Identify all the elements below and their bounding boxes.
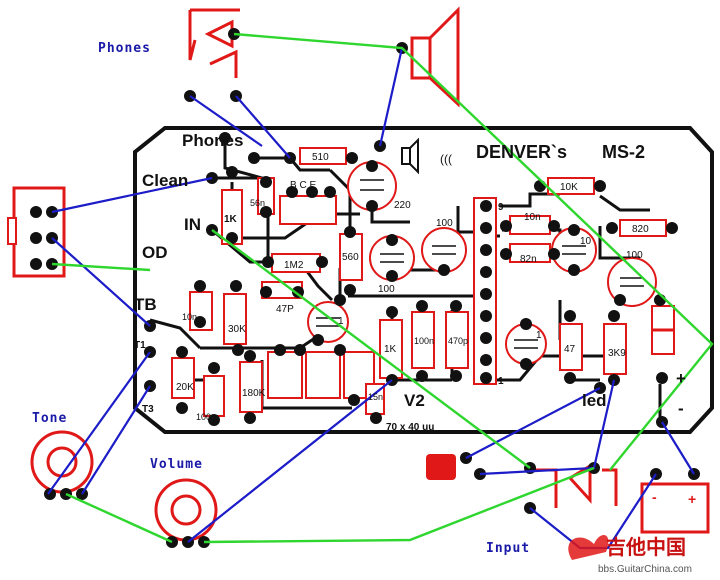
value-510: 510 xyxy=(312,152,329,163)
value-100-b: 100 xyxy=(436,218,453,229)
battery: - + xyxy=(640,468,710,534)
resistor-180k xyxy=(239,361,263,413)
cap-block-1 xyxy=(267,351,303,399)
ecap-1-left xyxy=(307,301,349,343)
resistor-47 xyxy=(559,323,583,371)
value-820: 820 xyxy=(632,224,649,235)
transistor-body xyxy=(279,195,337,225)
watermark-logo: 吉他中国 bbs.GuitarChina.com xyxy=(568,534,692,575)
external-tone-label: Tone xyxy=(32,411,67,426)
power-minus-label: - xyxy=(678,399,684,418)
value-47: 47 xyxy=(564,344,576,355)
value-1m2: 1M2 xyxy=(284,260,304,271)
value-1k-b: 1K xyxy=(384,344,397,355)
board-led-label: led xyxy=(582,391,607,410)
transistor-pins-label: B C E xyxy=(290,180,316,191)
volume-pot xyxy=(154,478,218,548)
value-30k: 30K xyxy=(228,324,246,335)
value-1: 1 xyxy=(536,330,542,341)
cap-100n-low xyxy=(203,375,225,417)
board-t3-label: T3 xyxy=(142,404,154,415)
value-10k: 10K xyxy=(560,182,578,193)
phones-jack xyxy=(184,8,242,102)
ic-pin1-label: 1 xyxy=(498,376,504,387)
value-56n: 56n xyxy=(250,198,265,208)
board-t1-label: T1 xyxy=(134,340,146,351)
board-tb-label: TB xyxy=(134,295,157,314)
cap-470p xyxy=(445,311,469,369)
cap-100n-mid xyxy=(411,311,435,369)
watermark-url: bbs.GuitarChina.com xyxy=(598,564,692,575)
svg-text:+: + xyxy=(688,491,696,507)
value-10n-top: 10n xyxy=(524,212,541,223)
value-15n: 15n xyxy=(368,392,383,402)
svg-text:-: - xyxy=(652,489,657,505)
board-phones-label: Phones xyxy=(182,131,243,150)
value-1-left: 1 xyxy=(338,316,344,327)
value-82n: 82n xyxy=(520,254,537,265)
value-3k9: 3K9 xyxy=(608,348,626,359)
value-220: 220 xyxy=(394,200,411,211)
value-470p: 470p xyxy=(448,336,468,346)
resistor-30k xyxy=(223,293,247,345)
resistor-510 xyxy=(299,147,347,165)
resistor-20k xyxy=(171,357,195,399)
value-100n-mid: 100n xyxy=(414,336,434,346)
value-10n-left: 10n xyxy=(182,312,197,322)
board-clean-label: Clean xyxy=(142,171,188,190)
value-10: 10 xyxy=(580,236,592,247)
ic-pin9-label: 9 xyxy=(498,202,504,213)
od-clean-switch xyxy=(7,186,66,278)
cap-block-2 xyxy=(305,351,341,399)
board-v2-label: V2 xyxy=(404,391,425,410)
watermark-cn: 吉他中国 xyxy=(606,535,686,559)
value-180k: 180K xyxy=(242,388,266,399)
power-plus-label: + xyxy=(676,369,686,388)
value-47p: 47P xyxy=(276,304,294,315)
board-in-label: IN xyxy=(184,215,201,234)
resistor-3k9 xyxy=(603,323,627,375)
value-100-d: 100 xyxy=(626,250,643,261)
speaker-icon xyxy=(396,6,460,108)
value-100-a: 100 xyxy=(378,284,395,295)
board-od-label: OD xyxy=(142,243,168,262)
value-1k: 1K xyxy=(224,214,238,225)
model-text: MS-2 xyxy=(602,142,645,162)
title-text: DENVER`s xyxy=(476,142,567,162)
external-input-label: Input xyxy=(486,541,530,556)
external-volume-label: Volume xyxy=(150,457,203,472)
board-speaker-icon: ((( xyxy=(401,137,452,175)
external-phones-label: Phones xyxy=(98,41,151,56)
value-100n-low: 100n xyxy=(196,412,216,422)
svg-text:(((: ((( xyxy=(440,152,452,166)
board-size-label: 70 x 40 uu xyxy=(386,422,434,433)
value-20k: 20K xyxy=(176,382,194,393)
led-indicator xyxy=(426,452,486,480)
value-560: 560 xyxy=(342,252,359,263)
tone-pot xyxy=(30,430,94,500)
